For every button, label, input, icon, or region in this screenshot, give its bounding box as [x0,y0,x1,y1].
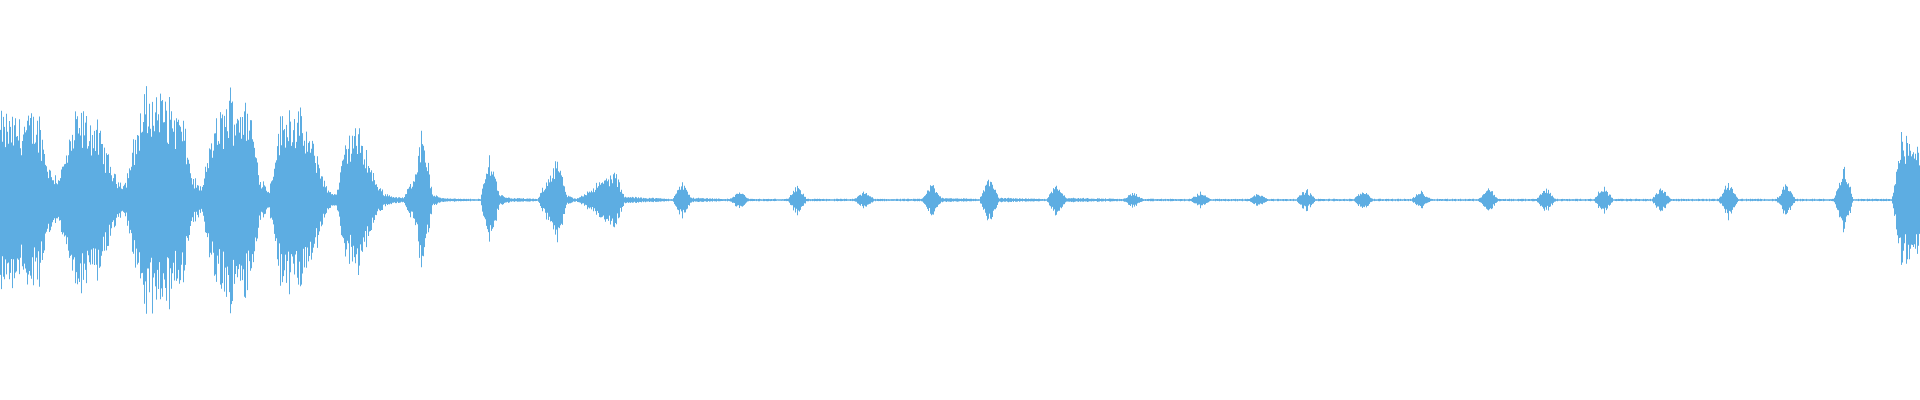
waveform-graphic [0,86,1920,314]
